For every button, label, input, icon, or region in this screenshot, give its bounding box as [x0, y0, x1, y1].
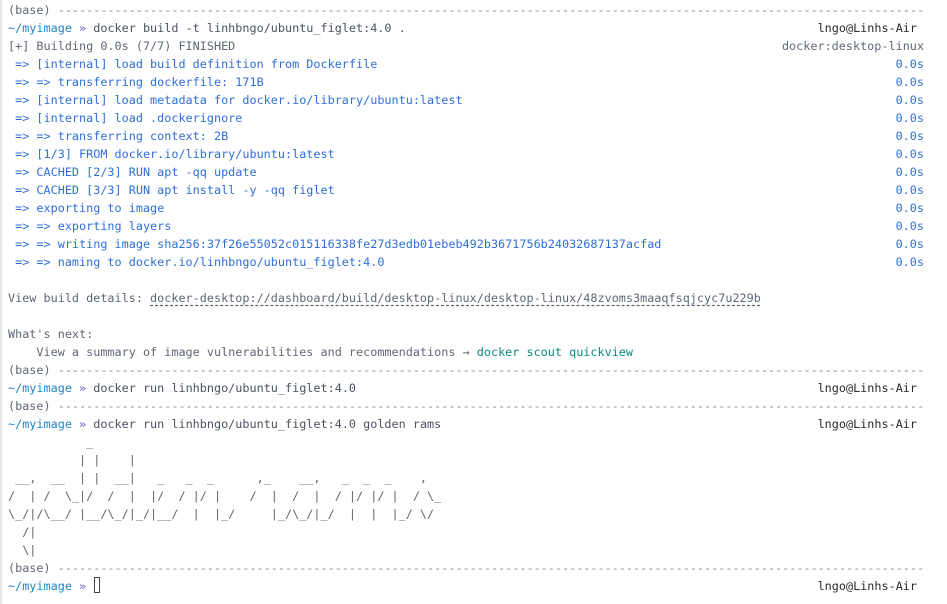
prompt-host: lngo@Linhs-Air	[817, 381, 917, 395]
build-steps: => [internal] load build definition from…	[2, 55, 945, 271]
build-step-text: => => transferring dockerfile: 171B	[8, 75, 264, 89]
conda-env: (base)	[8, 3, 58, 17]
whats-next-item: View a summary of image vulnerabilities …	[2, 343, 945, 361]
whats-next-text: View a summary of image vulnerabilities …	[8, 345, 477, 359]
build-step-text: => CACHED [2/3] RUN apt -qq update	[8, 165, 257, 179]
prompt-separator: (base) ---------------------------------…	[2, 1, 945, 19]
build-step-time: 0.0s	[895, 183, 924, 197]
prompt-separator: (base) ---------------------------------…	[2, 397, 945, 415]
build-step-text: => [1/3] FROM docker.io/library/ubuntu:l…	[8, 147, 335, 161]
build-step: => exporting to image 0.0s	[2, 199, 945, 217]
build-step-text: => exporting to image	[8, 201, 165, 215]
scout-command[interactable]: docker scout quickview	[476, 345, 634, 359]
build-step: => [1/3] FROM docker.io/library/ubuntu:l…	[2, 145, 945, 163]
build-step-text: => [internal] load build definition from…	[8, 57, 378, 71]
prompt-line: ~/myimage » docker run linhbngo/ubuntu_f…	[2, 379, 945, 397]
build-step-text: => CACHED [3/3] RUN apt install -y -qq f…	[8, 183, 335, 197]
build-status: [+] Building 0.0s (7/7) FINISHED	[8, 39, 236, 53]
build-step: => [internal] load build definition from…	[2, 55, 945, 73]
build-step: => [internal] load .dockerignore 0.0s	[2, 109, 945, 127]
build-step-text: => [internal] load metadata for docker.i…	[8, 93, 463, 107]
figlet-output: _ | | | __, __ | | __| _ _ _ ,_ __, _ _ …	[2, 433, 945, 559]
prompt-host: lngo@Linhs-Air	[817, 417, 917, 431]
prompt-path: ~/myimage	[8, 417, 72, 431]
build-details-label: View build details:	[8, 291, 151, 305]
blank-line	[2, 271, 945, 289]
prompt-path: ~/myimage	[8, 579, 72, 593]
build-step-time: 0.0s	[895, 57, 924, 71]
figlet-line: | | |	[8, 453, 136, 467]
build-step: => CACHED [2/3] RUN apt -qq update 0.0s	[2, 163, 945, 181]
command-text: docker run linhbngo/ubuntu_figlet:4.0	[93, 381, 357, 395]
build-step-text: => [internal] load .dockerignore	[8, 111, 243, 125]
prompt-arrow: »	[71, 21, 94, 35]
conda-env: (base)	[8, 363, 58, 377]
prompt-path: ~/myimage	[8, 381, 72, 395]
build-step-time: 0.0s	[895, 129, 924, 143]
build-details-link[interactable]: docker-desktop://dashboard/build/desktop…	[150, 291, 761, 305]
command-text: docker run linhbngo/ubuntu_figlet:4.0 go…	[93, 417, 442, 431]
conda-env: (base)	[8, 561, 58, 575]
figlet-line: _	[8, 435, 94, 449]
prompt-line: ~/myimage » docker build -t linhbngo/ubu…	[2, 19, 945, 37]
build-step-text: => => exporting layers	[8, 219, 172, 233]
build-step-time: 0.0s	[895, 237, 924, 251]
command-text: docker build -t linhbngo/ubuntu_figlet:4…	[93, 21, 406, 35]
figlet-line: /|	[8, 525, 37, 539]
build-step-time: 0.0s	[895, 165, 924, 179]
prompt-line: ~/myimage » lngo@Linhs-Air	[2, 577, 945, 595]
prompt-arrow: »	[71, 579, 94, 593]
separator-dashes: ----------------------------------------…	[57, 399, 924, 413]
conda-env: (base)	[8, 399, 58, 413]
build-step-text: => => writing image sha256:37f26e55052c0…	[8, 237, 662, 251]
build-step: => => transferring context: 2B 0.0s	[2, 127, 945, 145]
separator-dashes: ----------------------------------------…	[57, 561, 924, 575]
build-step: => => naming to docker.io/linhbngo/ubunt…	[2, 253, 945, 271]
build-step: => => writing image sha256:37f26e55052c0…	[2, 235, 945, 253]
build-step-text: => => naming to docker.io/linhbngo/ubunt…	[8, 255, 385, 269]
figlet-line: / | / \_|/ / | |/ / |/ | / | / | / |/ |/…	[8, 489, 442, 503]
build-step-time: 0.0s	[895, 147, 924, 161]
build-step-time: 0.0s	[895, 111, 924, 125]
build-step-time: 0.0s	[895, 75, 924, 89]
build-step-time: 0.0s	[895, 201, 924, 215]
build-step: => [internal] load metadata for docker.i…	[2, 91, 945, 109]
blank-line	[2, 307, 945, 325]
separator-dashes: ----------------------------------------…	[57, 363, 924, 377]
figlet-line: \_/|/\__/ |__/\_/|_/|__/ | |_/ |_/\_/|_/…	[8, 507, 435, 521]
build-step-time: 0.0s	[895, 255, 924, 269]
build-step: => CACHED [3/3] RUN apt install -y -qq f…	[2, 181, 945, 199]
prompt-host: lngo@Linhs-Air	[817, 579, 917, 593]
prompt-arrow: »	[71, 381, 94, 395]
prompt-host: lngo@Linhs-Air	[817, 21, 917, 35]
prompt-separator: (base) ---------------------------------…	[2, 559, 945, 577]
build-details-line: View build details: docker-desktop://das…	[2, 289, 945, 307]
figlet-line: \|	[8, 543, 37, 557]
build-step-text: => => transferring context: 2B	[8, 129, 229, 143]
separator-dashes: ----------------------------------------…	[57, 3, 924, 17]
build-status-line: [+] Building 0.0s (7/7) FINISHED docker:…	[2, 37, 945, 55]
prompt-path: ~/myimage	[8, 21, 72, 35]
whats-next-label: What's next:	[8, 327, 94, 341]
cursor-block[interactable]	[94, 577, 101, 593]
prompt-arrow: »	[71, 417, 94, 431]
build-context: docker:desktop-linux	[781, 39, 924, 53]
build-step: => => transferring dockerfile: 171B 0.0s	[2, 73, 945, 91]
build-step-time: 0.0s	[895, 219, 924, 233]
prompt-line: ~/myimage » docker run linhbngo/ubuntu_f…	[2, 415, 945, 433]
whats-next-heading: What's next:	[2, 325, 945, 343]
figlet-line: __, __ | | __| _ _ _ ,_ __, _ _ _ ,	[8, 471, 428, 485]
prompt-separator: (base) ---------------------------------…	[2, 361, 945, 379]
build-step-time: 0.0s	[895, 93, 924, 107]
build-step: => => exporting layers 0.0s	[2, 217, 945, 235]
